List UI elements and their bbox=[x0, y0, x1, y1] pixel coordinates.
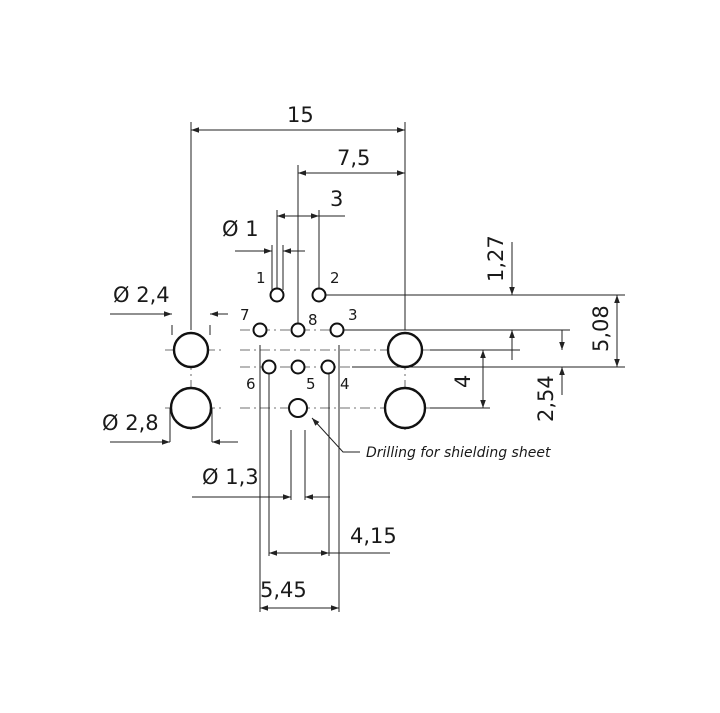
dim-dia-mount-bottom: Ø 2,8 bbox=[102, 411, 159, 435]
pin-label-8: 8 bbox=[308, 311, 318, 329]
dim-dia-shield: Ø 1,3 bbox=[202, 465, 259, 489]
pin-hole-4 bbox=[320, 359, 336, 375]
dim-row-offset: 1,27 bbox=[484, 235, 508, 282]
dim-dia-small: Ø 1 bbox=[222, 217, 259, 241]
mount-hole-top-right bbox=[386, 331, 424, 369]
pin-hole-1 bbox=[269, 287, 285, 303]
pin-label-2: 2 bbox=[330, 269, 340, 287]
dim-half-width: 7,5 bbox=[337, 146, 370, 170]
pin-hole-7 bbox=[252, 322, 268, 338]
dim-mount-pitch: 4 bbox=[451, 375, 475, 388]
pin-hole-5 bbox=[290, 359, 306, 375]
shielding-leader bbox=[311, 417, 360, 453]
pin-label-4: 4 bbox=[340, 375, 350, 393]
holes bbox=[169, 287, 427, 430]
dim-lower-offset: 2,54 bbox=[534, 375, 558, 422]
extension-lines bbox=[169, 122, 625, 612]
dim-total-width: 15 bbox=[287, 103, 314, 127]
dimension-labels: 15 7,5 3 Ø 1 1,27 5,08 Ø 2,4 Ø 2,8 4 2,5… bbox=[102, 103, 613, 602]
pin-hole-2 bbox=[311, 287, 327, 303]
pin-labels: 1 2 7 8 3 6 5 4 bbox=[240, 269, 358, 393]
pin-label-6: 6 bbox=[246, 375, 256, 393]
dim-outer-span: 5,45 bbox=[260, 578, 307, 602]
dim-inner-span: 4,15 bbox=[350, 524, 397, 548]
pin-hole-3 bbox=[329, 322, 345, 338]
pin-label-5: 5 bbox=[306, 375, 316, 393]
dim-row-span: 5,08 bbox=[589, 305, 613, 352]
pin-hole-6 bbox=[261, 359, 277, 375]
shielding-note: Drilling for shielding sheet bbox=[366, 445, 551, 461]
pin-label-7: 7 bbox=[240, 306, 250, 324]
pin-hole-8 bbox=[290, 322, 306, 338]
mount-hole-bottom-right bbox=[383, 386, 427, 430]
shield-hole bbox=[288, 398, 308, 418]
dim-pin-pitch: 3 bbox=[330, 187, 343, 211]
pin-label-1: 1 bbox=[256, 269, 266, 287]
pin-label-3: 3 bbox=[348, 306, 358, 324]
dimension-lines bbox=[110, 127, 620, 611]
mount-hole-top-left bbox=[172, 331, 210, 369]
dim-dia-mount-top: Ø 2,4 bbox=[113, 283, 170, 307]
mount-hole-bottom-left bbox=[169, 386, 213, 430]
